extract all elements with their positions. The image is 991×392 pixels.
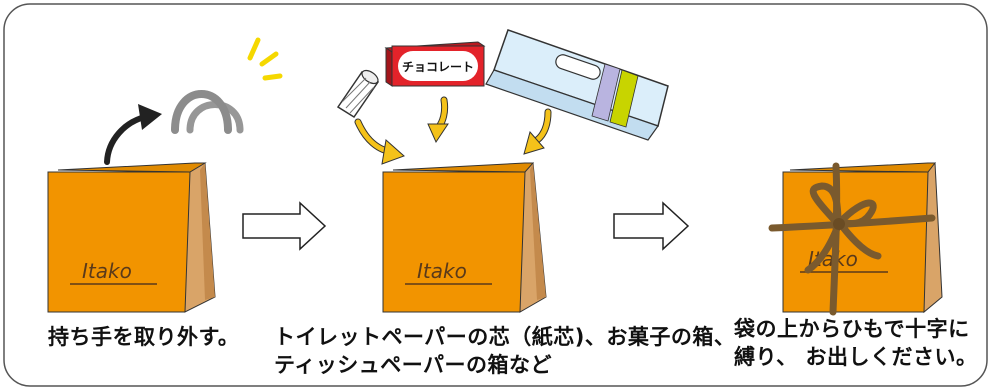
next-arrow-2 xyxy=(613,201,690,251)
insert-arrow-middle xyxy=(427,96,449,144)
bag-label: Itako xyxy=(417,259,467,283)
insert-arrow-left xyxy=(354,118,405,165)
step-2-bag: Itako xyxy=(382,162,547,313)
caption-line: 袋の上からひもで十字に xyxy=(734,317,970,341)
bag-front-panel xyxy=(47,171,191,313)
next-arrow-1 xyxy=(242,201,327,251)
handle-icon xyxy=(171,90,244,134)
insert-arrow-right xyxy=(523,108,552,155)
toilet-paper-core-icon xyxy=(336,69,380,119)
bag-back-flap xyxy=(392,162,535,173)
burst-icon xyxy=(247,37,283,81)
bag-back-flap xyxy=(789,162,937,173)
tied-string xyxy=(768,162,936,316)
caption-line: ティッシュペーパーの箱など xyxy=(274,353,553,377)
bag-side-shadow xyxy=(200,163,215,300)
bag-label: Itako xyxy=(82,259,132,283)
caption-line: 縛り、 お出しください。 xyxy=(734,345,978,369)
step-2-caption: トイレットペーパーの芯（紙芯)、お菓子の箱、 ティッシュペーパーの箱など xyxy=(274,323,735,379)
step-3-caption: 袋の上からひもで十字に 縛り、 お出しください。 xyxy=(734,315,977,371)
tissue-box-icon xyxy=(485,29,669,141)
chocolate-box-label: チョコレート xyxy=(402,60,474,74)
bag-back-flap xyxy=(57,162,207,173)
caption-line: トイレットペーパーの芯（紙芯)、お菓子の箱、 xyxy=(274,325,736,349)
step-3-bag: Itako xyxy=(782,162,943,314)
remove-handle-arrow xyxy=(104,104,162,165)
bag-front-panel xyxy=(382,171,526,313)
caption-line: 持ち手を取り外す。 xyxy=(48,325,240,349)
chocolate-box-icon: チョコレート xyxy=(384,41,486,87)
bag-side-shadow xyxy=(530,163,546,300)
step-1-bag: Itako xyxy=(47,162,216,313)
string-knot xyxy=(833,218,845,230)
step-1-caption: 持ち手を取り外す。 xyxy=(48,323,239,351)
